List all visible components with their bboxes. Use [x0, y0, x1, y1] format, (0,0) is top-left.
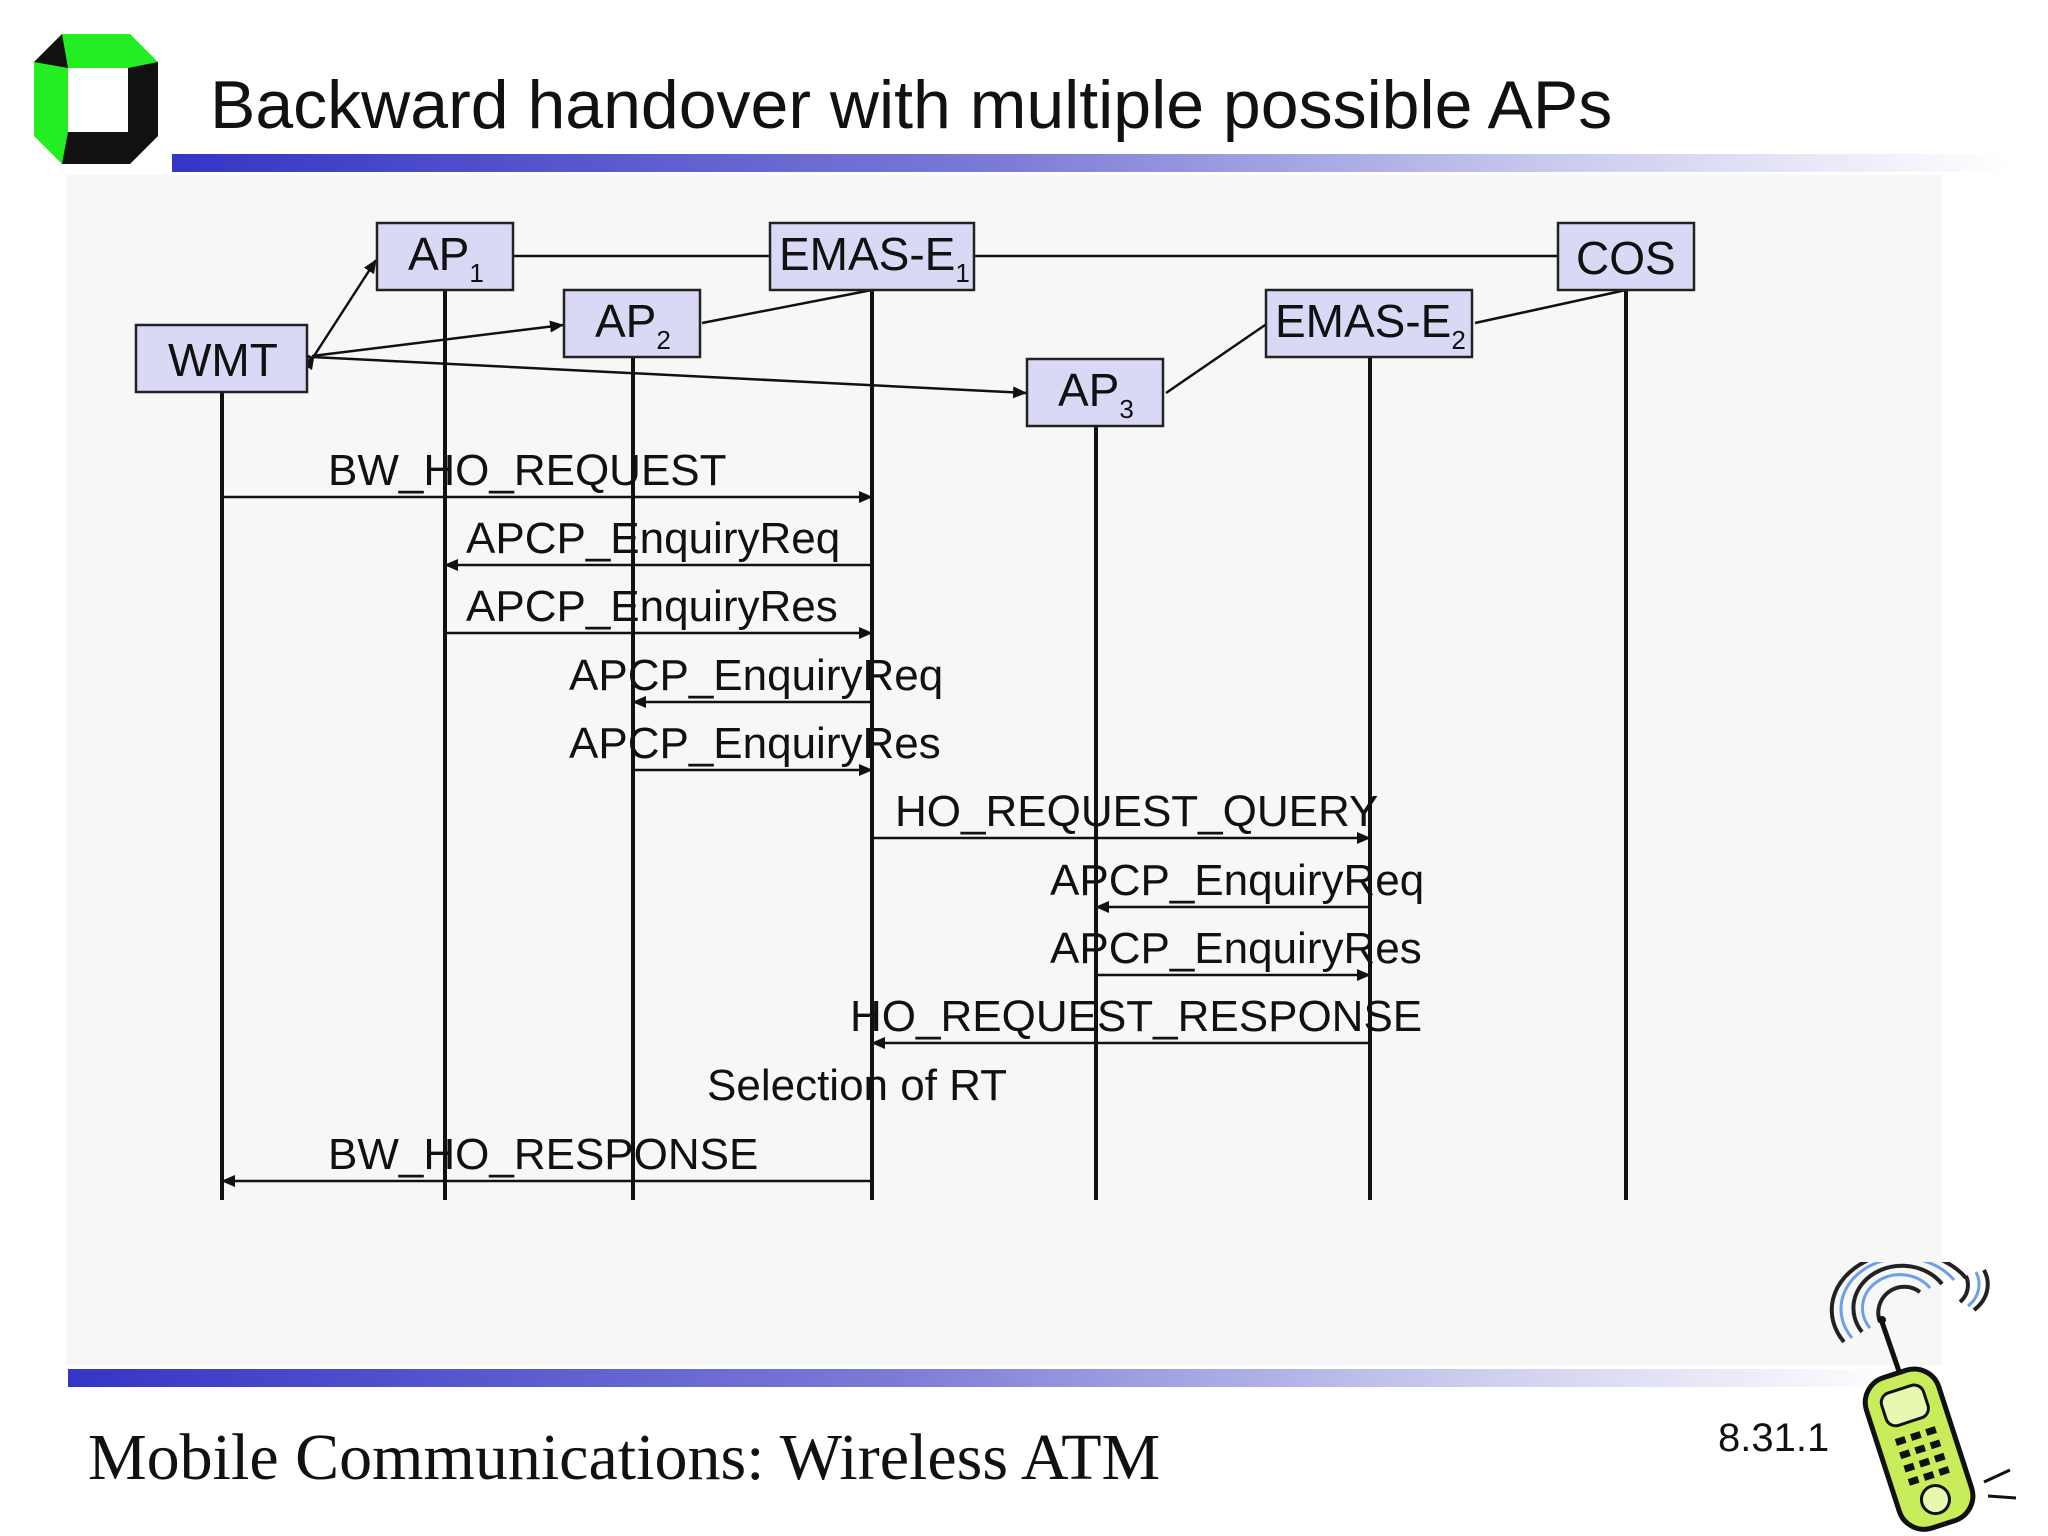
message-label: APCP_EnquiryRes: [466, 582, 838, 631]
mobile-phone-icon: [1829, 1262, 2017, 1532]
slide-number: 8.31.1: [1718, 1416, 1830, 1460]
entity-emas-e1: EMAS-E1: [768, 221, 976, 292]
university-logo-icon: [34, 34, 158, 164]
slide-title: Backward handover with multiple possible…: [210, 67, 1613, 143]
entity-ap1-label: AP: [408, 228, 469, 280]
footer-title: Mobile Communications: Wireless ATM: [88, 1421, 1161, 1494]
svg-text:AP3: AP3: [1058, 364, 1134, 424]
entity-ap1: AP1: [375, 221, 515, 292]
link-ap2-emas1: [701, 288, 873, 325]
entity-cos-label: COS: [1576, 232, 1676, 284]
link-emas2-cos: [1474, 288, 1627, 325]
svg-text:AP1: AP1: [408, 228, 484, 288]
message-label: BW_HO_REQUEST: [328, 446, 727, 495]
radio-wmt-ap3: [298, 350, 1027, 399]
entity-cos: COS: [1556, 221, 1696, 292]
entity-emas-e1-sub: 1: [955, 258, 969, 288]
message-label: APCP_EnquiryReq: [1050, 856, 1424, 905]
message-label: APCP_EnquiryReq: [569, 651, 943, 700]
message-label: Selection of RT: [707, 1061, 1007, 1110]
entity-ap3-sub: 3: [1119, 394, 1133, 424]
entity-emas-e2-label: EMAS-E: [1275, 295, 1451, 347]
entity-wmt: WMT: [134, 323, 309, 394]
entity-emas-e2: EMAS-E2: [1264, 288, 1474, 359]
message-label: HO_REQUEST_QUERY: [895, 787, 1378, 836]
svg-text:EMAS-E2: EMAS-E2: [1275, 295, 1466, 355]
entity-ap1-sub: 1: [469, 258, 483, 288]
link-ap3-emas2: [1165, 321, 1269, 395]
entity-emas-e2-sub: 2: [1451, 325, 1465, 355]
svg-text:EMAS-E1: EMAS-E1: [779, 228, 970, 288]
entity-ap2-sub: 2: [656, 325, 670, 355]
title-underline: [172, 154, 2008, 172]
message-label: HO_REQUEST_RESPONSE: [850, 992, 1422, 1041]
entity-wmt-label: WMT: [168, 334, 278, 386]
message-label: APCP_EnquiryRes: [569, 719, 941, 768]
entity-ap3-label: AP: [1058, 364, 1119, 416]
message-label: APCP_EnquiryRes: [1050, 924, 1422, 973]
svg-text:AP2: AP2: [595, 295, 671, 355]
entity-emas-e1-label: EMAS-E: [779, 228, 955, 280]
message-label: APCP_EnquiryReq: [466, 514, 840, 563]
footer-rule: [68, 1369, 1898, 1387]
entity-ap2-label: AP: [595, 295, 656, 347]
radio-wmt-ap2: [311, 320, 564, 358]
entity-ap3: AP3: [1025, 357, 1165, 428]
radio-wmt-ap1: [301, 259, 378, 371]
entity-ap2: AP2: [562, 288, 702, 359]
message-label: BW_HO_RESPONSE: [328, 1130, 758, 1179]
